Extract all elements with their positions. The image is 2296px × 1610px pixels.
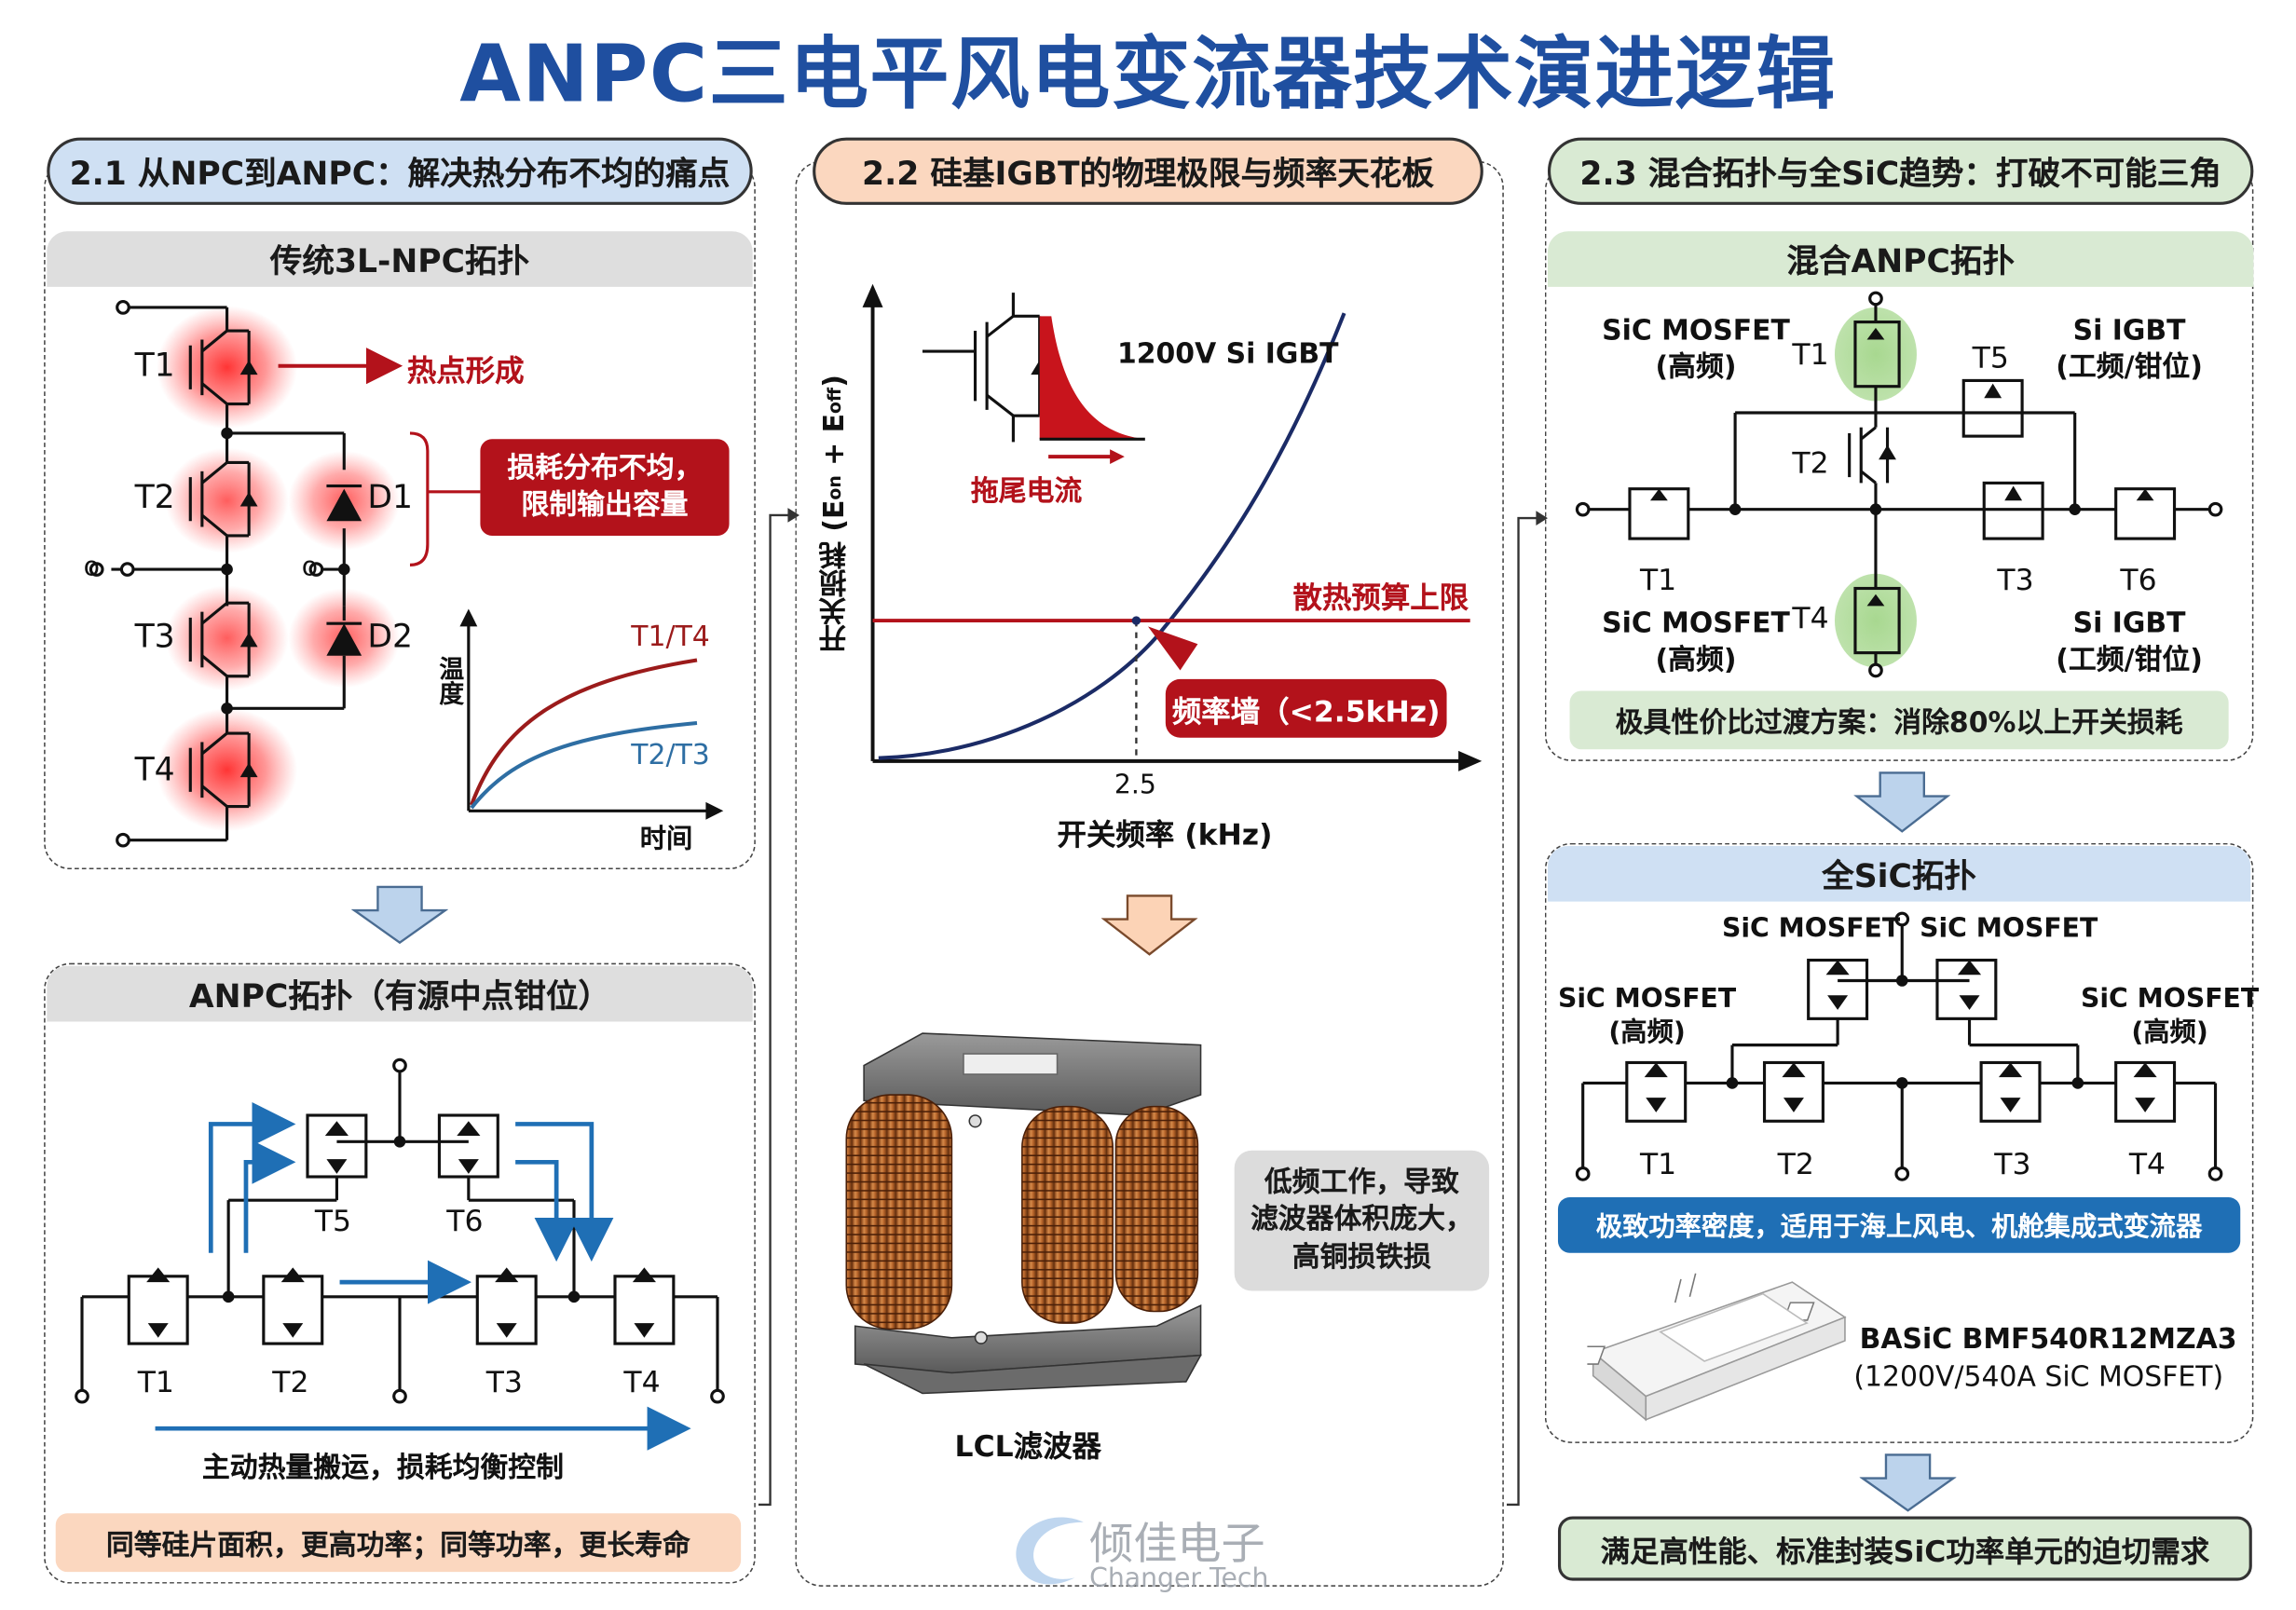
npc-d1-label: D1	[367, 480, 414, 517]
fs-top-right-label: SiC MOSFET	[1920, 913, 2098, 945]
tail-current-label: 拖尾电流	[970, 475, 1083, 509]
watermark-cn: 倾佳电子	[1089, 1519, 1265, 1571]
fs-t1-label: T1	[1639, 1146, 1677, 1181]
anpc-panel	[44, 962, 756, 1584]
connector-2-3	[1506, 511, 1548, 1507]
igbt-curve-label: 1200V Si IGBT	[1116, 337, 1339, 371]
x-tick-2-5: 2.5	[1114, 770, 1156, 801]
thermal-limit-label: 散热预算上限	[1292, 580, 1469, 615]
fullsic-heading: 全SiC拓扑	[1547, 845, 2251, 902]
curve-t1t4-label: T1/T4	[631, 621, 710, 653]
section-2-2-pill: 2.2 硅基IGBT的物理极限与频率天花板	[813, 137, 1483, 205]
t1-hot-glow	[157, 306, 297, 430]
hybrid-si-top-label: Si IGBT(工频/钳位)	[2056, 314, 2203, 384]
watermark-en: Changer Tech	[1089, 1562, 1269, 1594]
npc-t2-label: T2	[134, 480, 175, 517]
npc-t1-label: T1	[134, 348, 175, 386]
npc-t3-label: T3	[134, 619, 175, 656]
final-requirement-box: 满足高性能、标准封装SiC功率单元的迫切需求	[1557, 1516, 2252, 1581]
anpc-t3-label: T3	[485, 1364, 523, 1399]
t4-hot-glow	[157, 708, 297, 832]
anpc-t6-label: T6	[446, 1203, 484, 1238]
fs-left-label: SiC MOSFET(高频)	[1557, 983, 1737, 1049]
loss-chart	[862, 283, 1483, 771]
fs-top-left-label: SiC MOSFET	[1721, 913, 1901, 945]
hybrid-t3-label: T3	[1997, 562, 2034, 597]
section-2-1-pill: 2.1 从NPC到ANPC：解决热分布不均的痛点	[47, 137, 753, 205]
npc-o-left-label: o	[83, 552, 100, 583]
npc-circuit	[89, 300, 724, 848]
sic-module-image	[1587, 1273, 1847, 1422]
fullsic-panel	[1544, 842, 2254, 1443]
t2t3-curve	[470, 720, 698, 810]
t2-hot-glow	[165, 447, 289, 553]
down-arrow-3	[1853, 771, 1951, 833]
fullsic-benefit-bar: 极致功率密度，适用于海上风电、机舱集成式变流器	[1557, 1196, 2241, 1253]
npc-o-mid-label: o	[301, 552, 319, 583]
low-frequency-note: 低频工作，导致 滤波器体积庞大， 高铜损铁损	[1234, 1150, 1490, 1291]
hybrid-circuit	[1575, 291, 2223, 678]
hybrid-t4-label: T4	[1792, 600, 1829, 635]
frequency-wall-callout: 频率墙（<2.5kHz)	[1165, 678, 1447, 738]
anpc-flow-text: 主动热量搬运，损耗均衡控制	[201, 1452, 565, 1484]
hybrid-sic-bottom-label: SiC MOSFET(高频)	[1602, 607, 1790, 676]
tail-current-fill	[1039, 316, 1145, 440]
fs-t3-label: T3	[1994, 1146, 2031, 1181]
hybrid-t2-label: T2	[1792, 444, 1829, 481]
anpc-benefit-bar: 同等硅片面积，更高功率；同等功率，更长寿命	[55, 1513, 742, 1573]
anpc-t5-label: T5	[314, 1203, 352, 1238]
hybrid-si-bottom-label: Si IGBT(工频/钳位)	[2056, 607, 2203, 676]
lcl-filter-image	[845, 1032, 1202, 1395]
hybrid-sic-top-label: SiC MOSFET(高频)	[1602, 314, 1790, 384]
down-arrow-1	[351, 885, 448, 945]
down-arrow-2	[1100, 894, 1198, 956]
fs-t4-label: T4	[2128, 1146, 2166, 1181]
anpc-t2-label: T2	[272, 1364, 309, 1399]
temperature-graph	[459, 608, 724, 820]
loss-y-axis-label: 开关损耗 (Eon + Eoff)	[818, 375, 851, 653]
npc-t4-label: T4	[134, 752, 175, 789]
curve-t2t3-label: T2/T3	[631, 739, 710, 771]
hybrid-t5-label: T5	[1972, 339, 2009, 375]
anpc-circuit	[75, 1057, 725, 1451]
anpc-t1-label: T1	[137, 1364, 174, 1399]
lcl-filter-label: LCL滤波器	[954, 1428, 1101, 1464]
module-part-number: BASiC BMF540R12MZA3	[1859, 1323, 2237, 1356]
fullsic-circuit	[1575, 911, 2223, 1181]
page-title: ANPC三电平风电变流器技术演进逻辑	[459, 27, 1837, 120]
module-spec: (1200V/540A SiC MOSFET)	[1853, 1360, 2224, 1394]
npc-d2-label: D2	[367, 619, 414, 656]
hybrid-benefit-bar: 极具性价比过渡方案：消除80%以上开关损耗	[1569, 690, 2229, 750]
graph-y-label: 温度	[433, 655, 463, 706]
connector-1-2	[758, 508, 800, 1507]
anpc-heading: ANPC拓扑（有源中点钳位）	[47, 965, 753, 1022]
hybrid-heading: 混合ANPC拓扑	[1547, 231, 2254, 287]
fs-t2-label: T2	[1777, 1146, 1814, 1181]
anpc-t4-label: T4	[623, 1364, 661, 1399]
t3-hot-glow	[165, 585, 289, 691]
down-arrow-4	[1859, 1453, 1957, 1512]
hybrid-t1-lower-label: T1	[1639, 562, 1677, 597]
section-2-3-pill: 2.3 混合拓扑与全SiC趋势：打破不可能三角	[1547, 137, 2254, 205]
npc-heading: 传统3L-NPC拓扑	[47, 231, 753, 287]
fs-right-label: SiC MOSFET(高频)	[2080, 983, 2260, 1049]
loss-x-axis-label: 开关频率 (kHz)	[1057, 816, 1273, 853]
t1t4-curve	[470, 658, 698, 806]
graph-x-label: 时间	[639, 824, 693, 855]
hybrid-t6-label: T6	[2120, 562, 2157, 597]
loss-imbalance-callout: 损耗分布不均， 限制输出容量	[480, 439, 730, 536]
hotspot-label: 热点形成	[406, 352, 525, 389]
hybrid-t1-upper-label: T1	[1792, 336, 1829, 373]
watermark-logo-icon	[1016, 1517, 1084, 1585]
